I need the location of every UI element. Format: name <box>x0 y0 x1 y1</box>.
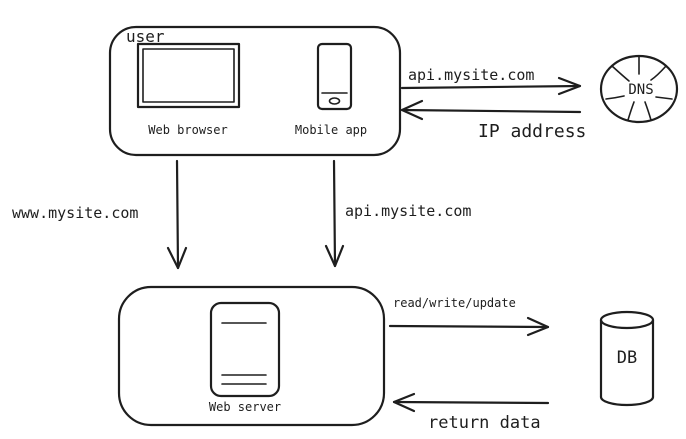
arrow-app-to-server-label: api.mysite.com <box>345 202 471 220</box>
arrow-to-dns-label: api.mysite.com <box>408 66 534 84</box>
db-label: DB <box>617 348 637 368</box>
server-icon <box>209 301 281 398</box>
arrow-from-dns-label: IP address <box>478 121 586 142</box>
arrow-to-db <box>388 316 550 337</box>
dns-label: DNS <box>628 82 653 98</box>
arrow-from-dns <box>400 99 582 121</box>
database-icon <box>599 310 655 407</box>
mobile-app-label: Mobile app <box>295 123 367 137</box>
dns-globe-icon <box>599 54 679 124</box>
monitor-icon <box>136 42 241 109</box>
arrow-from-db <box>392 392 550 413</box>
arrow-app-to-server <box>324 159 345 268</box>
arrow-browser-to-server-label: www.mysite.com <box>12 204 138 222</box>
client-box-title: user <box>126 27 165 46</box>
client-box: user Web browser Mobile app <box>108 25 402 157</box>
arrow-to-dns <box>400 76 582 96</box>
web-server-label: Web server <box>209 400 281 414</box>
arrow-browser-to-server <box>166 159 188 270</box>
arrow-from-db-label: return data <box>428 413 541 433</box>
mobile-phone-icon <box>316 42 353 111</box>
arrow-to-db-label: read/write/update <box>393 296 516 310</box>
server-box: Web server <box>117 285 386 427</box>
web-browser-label: Web browser <box>148 123 227 137</box>
